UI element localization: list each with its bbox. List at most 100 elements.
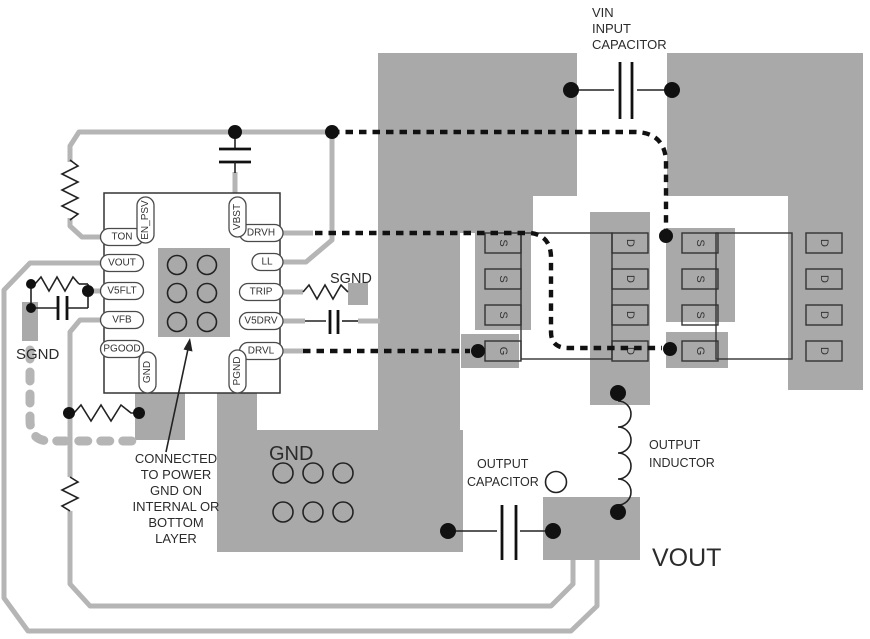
vfb-divider-r1 <box>60 476 80 512</box>
output-capacitor <box>440 505 561 560</box>
lowfet-pad-d3: D <box>624 311 636 319</box>
lowfet-body <box>520 232 613 360</box>
output-capacitor-label: OUTPUT <box>477 457 529 471</box>
ll-trace <box>283 132 335 265</box>
drvh-dotted-route <box>315 230 662 351</box>
pin-vfb <box>99 310 145 330</box>
svg-text:INDUCTOR: INDUCTOR <box>649 456 715 470</box>
sgnd-pad-trip <box>348 283 368 305</box>
gnd-plane-pgnd-arm <box>217 391 257 430</box>
svg-text:INPUT: INPUT <box>592 21 631 36</box>
pin-ll <box>251 252 284 272</box>
pin-en-psv <box>136 196 155 244</box>
ic-thermal-pad <box>158 248 230 337</box>
ton-resistor <box>60 159 80 221</box>
lowfet-pad-d2: D <box>624 275 636 283</box>
lowfet-pad-s1: S <box>497 239 509 246</box>
ic-pins-right: DRVH LL TRIP V5DRV DRVL <box>238 223 284 361</box>
output-inductor <box>610 385 632 520</box>
thermal-note-arrow <box>165 338 193 453</box>
gnd-plane-label: GND <box>269 443 313 465</box>
ll-dotted-route <box>332 129 669 230</box>
pin-drvh-label: DRVH <box>247 228 275 239</box>
thermal-via <box>196 254 218 276</box>
phase-node-dot <box>659 229 673 243</box>
svg-text:BOTTOM: BOTTOM <box>148 515 203 530</box>
sgnd-dashed-route <box>25 345 139 446</box>
highfet-pad-s3: S <box>694 311 706 318</box>
lowfet-gate-dot <box>471 344 485 358</box>
pin-pgnd <box>228 349 247 394</box>
highfet-pad-d2: D <box>818 275 830 283</box>
copper-planes <box>22 53 863 560</box>
pin-trip <box>238 282 284 302</box>
pin-v5flt-label: V5FLT <box>107 286 136 297</box>
v5drv-capacitor <box>305 310 358 334</box>
sgnd-trip-label: SGND <box>330 271 372 287</box>
pin-vbst-label: VBST <box>232 204 243 230</box>
vbst-capacitor <box>219 132 251 173</box>
pin-vfb-label: VFB <box>112 315 132 326</box>
vout-sense-trace <box>1 260 600 634</box>
pin-ton-label: TON <box>112 232 133 243</box>
pin-pgnd-label: PGND <box>232 357 243 386</box>
vfb-trace-lower <box>67 511 576 609</box>
thermal-via <box>166 282 188 304</box>
gnd-plane-bottom <box>217 430 463 552</box>
lowfet-pad-d1: D <box>624 239 636 247</box>
gnd-plane-step <box>378 196 533 233</box>
highfet-pad-d1: D <box>818 239 830 247</box>
thermal-via <box>196 282 218 304</box>
ton-trace-lower <box>67 218 104 240</box>
svg-text:TO POWER: TO POWER <box>141 467 212 482</box>
vin-plane-top <box>667 53 863 196</box>
highfet-pad-s2: S <box>694 275 706 282</box>
ic-pins-top: EN_PSV VBST <box>136 196 247 244</box>
lowfet-pad-s3: S <box>497 311 509 318</box>
vin-plane-column <box>788 196 863 390</box>
svg-text:CAPACITOR: CAPACITOR <box>592 37 667 52</box>
high-side-mosfet: S S S G D D D D <box>681 232 843 362</box>
vfb-divider-r2 <box>63 403 145 423</box>
text-labels: VIN INPUT CAPACITOR SGND SGND GND CONNEC… <box>16 5 721 572</box>
highfet-pad-d4: D <box>818 347 830 355</box>
highfet-pad-g: G <box>694 347 706 356</box>
highfet-pad-s1: S <box>694 239 706 246</box>
thermal-via <box>166 254 188 276</box>
gnd-plane-vias <box>272 462 354 523</box>
pin-vout-label: VOUT <box>108 258 136 269</box>
sgnd-left-label: SGND <box>16 346 60 363</box>
pin-vbst <box>228 196 247 238</box>
lowfet-pad-g: G <box>497 347 509 356</box>
phase-node-column <box>590 212 650 405</box>
thermal-via <box>196 311 218 333</box>
pin-v5drv <box>238 311 284 331</box>
pin-drvl-label: DRVL <box>248 346 275 357</box>
trip-resistor <box>302 283 349 301</box>
pin-pgood-label: PGOOD <box>103 344 140 355</box>
controller-ic: TON VOUT V5FLT VFB PGOOD DRVH LL TRIP V5… <box>99 192 284 394</box>
junction-dot <box>325 125 339 139</box>
pin-pgood <box>99 339 145 359</box>
highfet-pad-d3: D <box>818 311 830 319</box>
svg-text:LAYER: LAYER <box>155 531 197 546</box>
ic-pins-bottom: GND PGND <box>138 349 247 394</box>
pin-v5drv-label: V5DRV <box>244 316 277 327</box>
svg-text:CONNECTED: CONNECTED <box>135 451 217 466</box>
svg-text:GND ON: GND ON <box>150 483 202 498</box>
highfet-body <box>715 232 793 360</box>
v5flt-resistor <box>34 275 80 293</box>
ic-pins-left: TON VOUT V5FLT VFB PGOOD <box>99 227 145 359</box>
gnd-plane-top <box>378 53 577 196</box>
thermal-note-text: CONNECTED TO POWER GND ON INTERNAL OR BO… <box>133 451 220 546</box>
lowfet-gate-copper <box>461 334 519 368</box>
highfet-source-copper <box>666 228 735 322</box>
junction-dot <box>228 125 242 139</box>
output-inductor-label: OUTPUT <box>649 438 701 452</box>
vin-input-capacitor <box>563 62 680 119</box>
lowfet-pad-d4: D <box>624 347 636 355</box>
vout-label: VOUT <box>652 544 721 572</box>
vin-cap-label: VIN <box>592 5 614 20</box>
